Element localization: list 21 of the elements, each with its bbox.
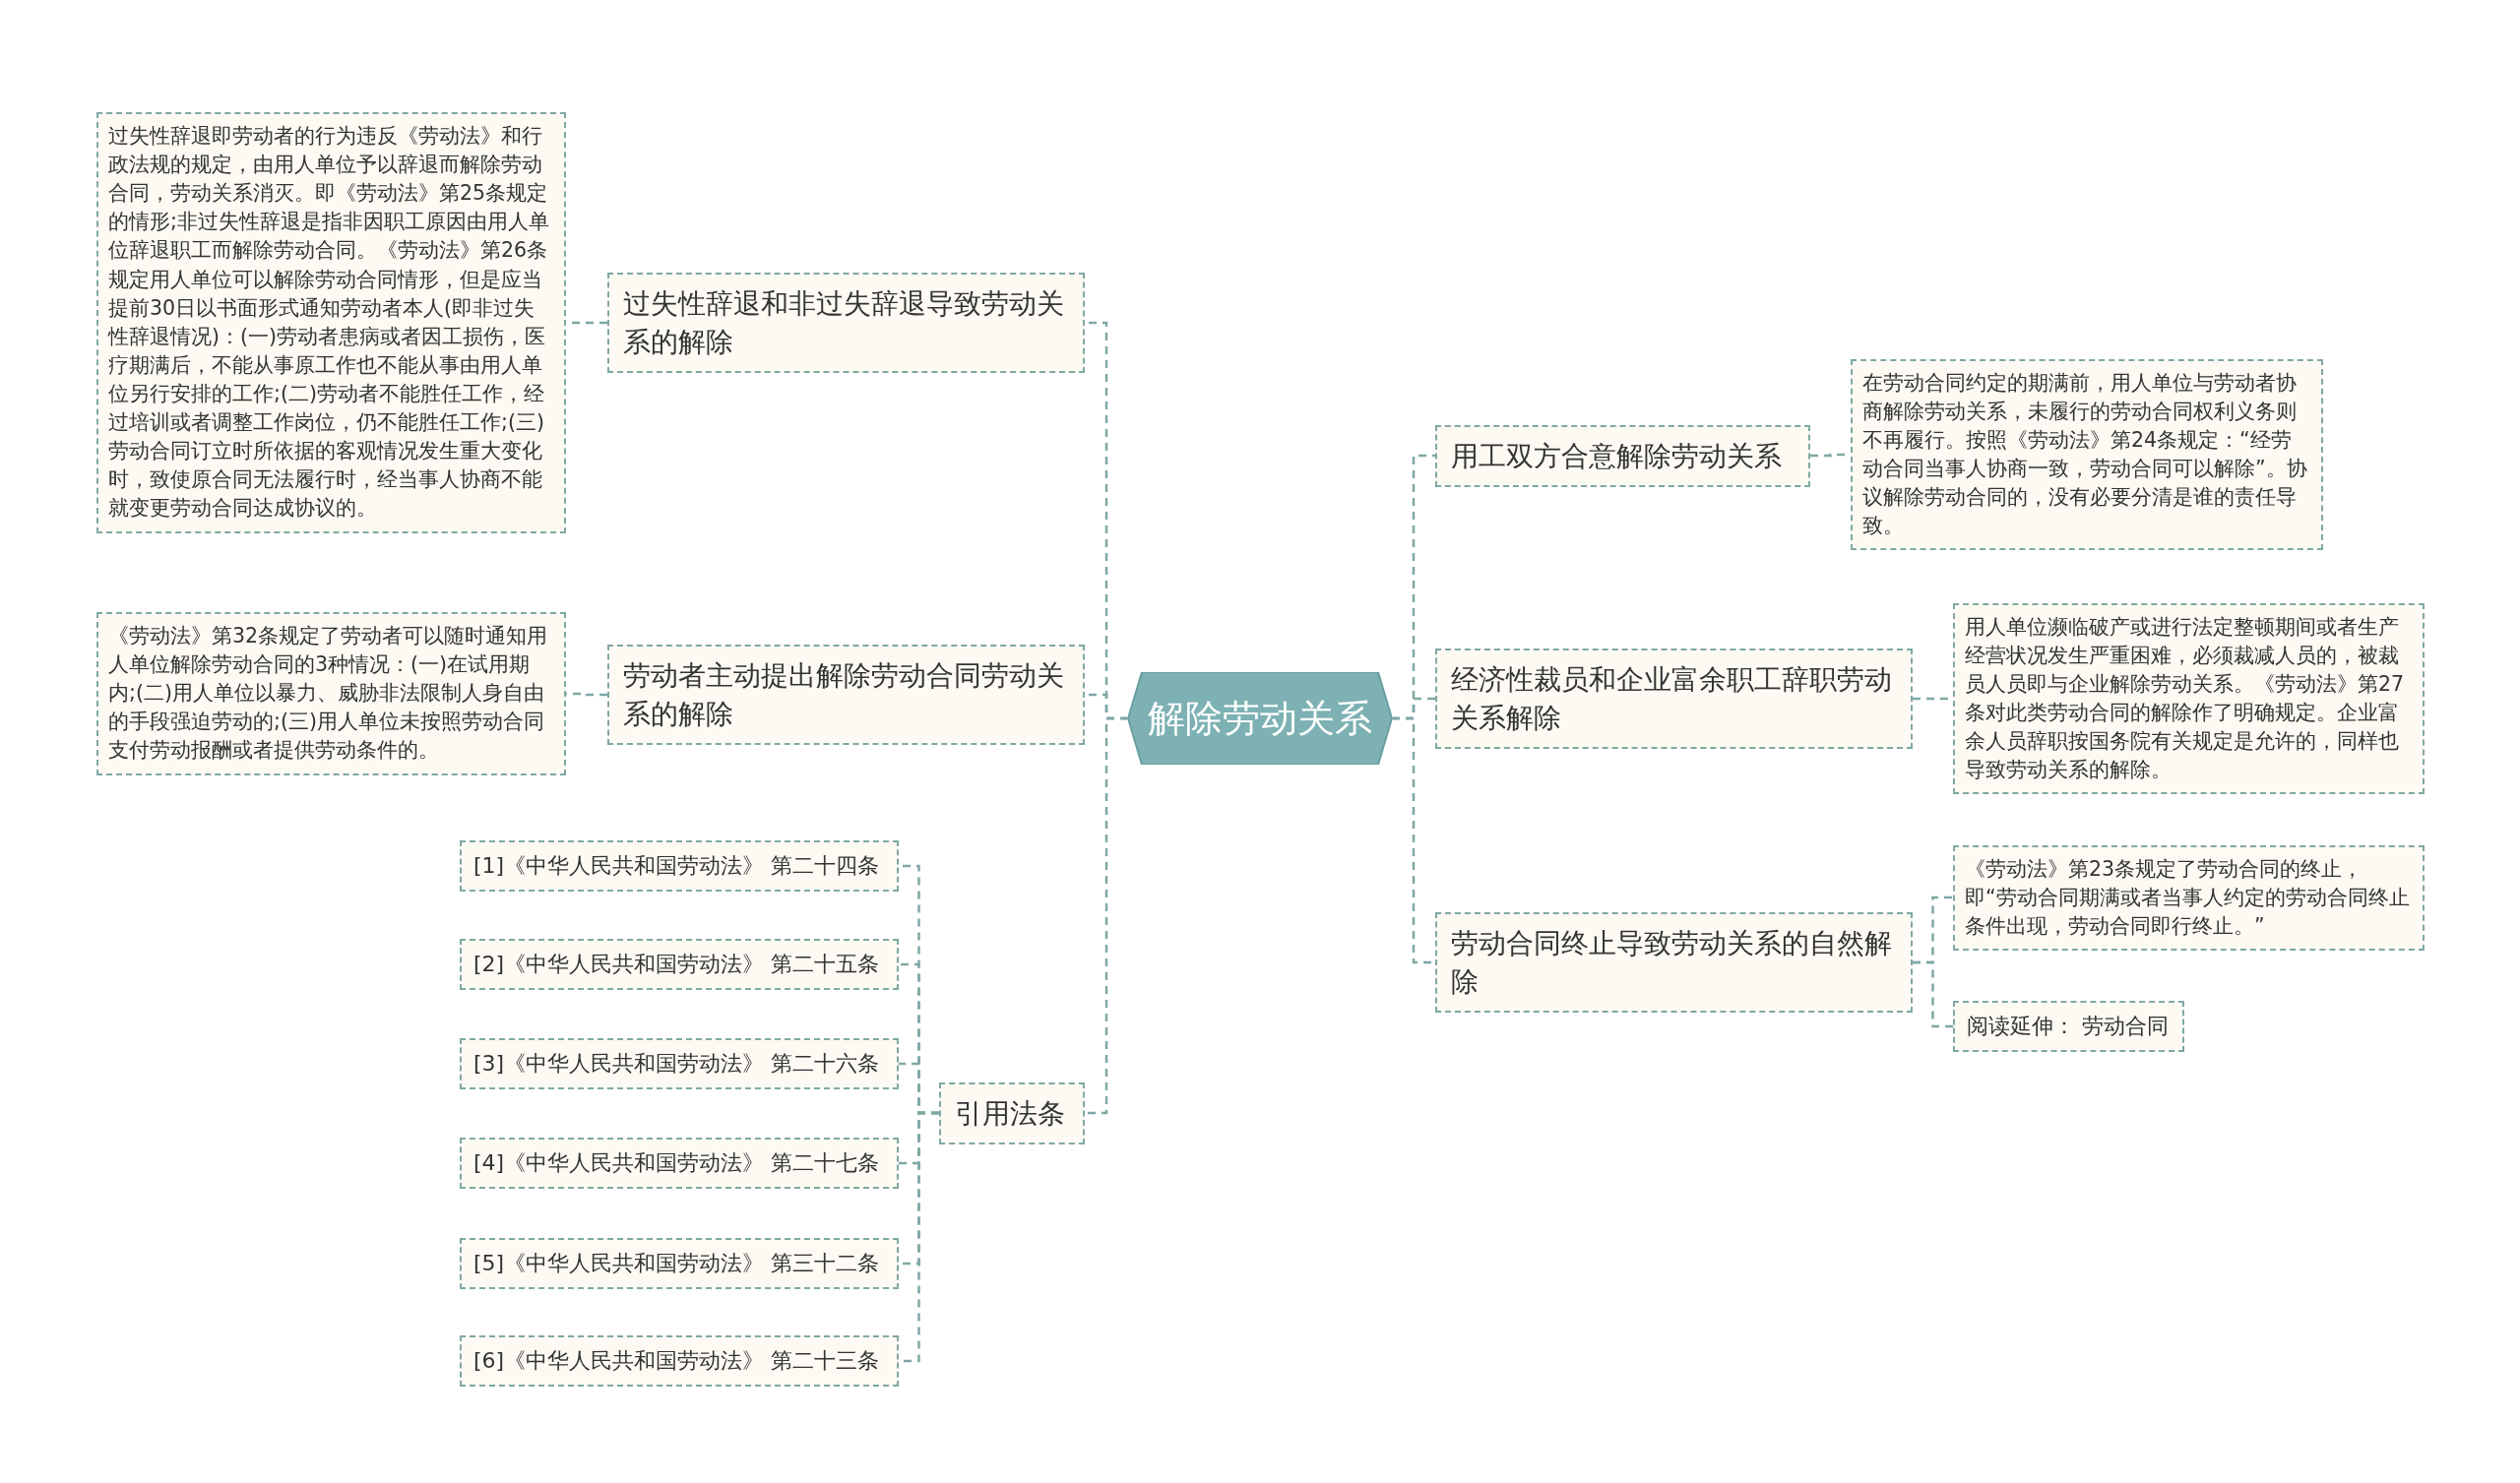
note-box: 在劳动合同约定的期满前，用人单位与劳动者协商解除劳动关系，未履行的劳动合同权利义务则不再履行。按照《劳动法》第24条规定：“经劳动合同当事人协商一致，劳动合同可以解除”。协议解除劳动合同的，没有必要分清是谁的责任导致。 bbox=[1851, 358, 2323, 551]
connector-line bbox=[1913, 960, 1953, 1028]
note-box: 过失性辞退即劳动者的行为违反《劳动法》和行政法规的规定，由用人单位予以辞退而解除劳动合同，劳动关系消灭。即《劳动法》第25条规定的情形;非过失性辞退是指非因职工原因由用人单位辞退职工而解除劳动合同。《劳动法》第26条规定用人单位可以解除劳动合同情形，但是应当提前30日以书面形式通知劳动者本人(即非过失性辞退情况)：(一)劳动者患病或者因工损伤，医疗期满后，不能从事原工作也不能从事由用人单位另行安排的工作;(二)劳动者不能胜任工作，经过培训或者调整工作岗位，仍不能胜任工作;(三)劳动合同订立时所依据的客观情况发生重大变化时，致使原合同无法履行时，经当事人协商不能就变更劳动合同达成协议的。 bbox=[96, 112, 566, 533]
reference-box: [6]《中华人民共和国劳动法》 第二十三条 bbox=[460, 1334, 899, 1388]
note-box: 《劳动法》第32条规定了劳动者可以随时通知用人单位解除劳动合同的3种情况：(一)在试用期内;(二)用人单位以暴力、威胁非法限制人身自由的手段强迫劳动的;(三)用人单位未按照劳动合同支付劳动报酬或者提供劳动条件的。 bbox=[96, 612, 566, 775]
reference-box: [1]《中华人民共和国劳动法》 第二十四条 bbox=[460, 839, 899, 893]
connector-line bbox=[1085, 716, 1128, 1115]
note-box: 《劳动法》第23条规定了劳动合同的终止，即“劳动合同期满或者当事人约定的劳动合同终止条件出现，劳动合同即行终止。” bbox=[1953, 844, 2425, 951]
reference-box: 阅读延伸： 劳动合同 bbox=[1953, 1000, 2184, 1053]
central-topic: 解除劳动关系 bbox=[1128, 672, 1392, 765]
topic-box: 劳动者主动提出解除劳动合同劳动关系的解除 bbox=[607, 645, 1085, 746]
topic-box: 经济性裁员和企业富余职工辞职劳动关系解除 bbox=[1435, 649, 1913, 750]
note-box: 用人单位濒临破产或进行法定整顿期间或者生产经营状况发生严重困难，必须裁减人员的，被裁员人员即与企业解除劳动关系。《劳动法》第27条对此类劳动合同的解除作了明确规定。企业富余人员辞职按国务院有关规定是允许的，同样也导致劳动关系的解除。 bbox=[1953, 602, 2425, 795]
reference-box: [3]《中华人民共和国劳动法》 第二十六条 bbox=[460, 1037, 899, 1090]
topic-box: 过失性辞退和非过失辞退导致劳动关系的解除 bbox=[607, 273, 1085, 374]
reference-box: [4]《中华人民共和国劳动法》 第二十七条 bbox=[460, 1137, 899, 1190]
topic-box: 劳动合同终止导致劳动关系的自然解除 bbox=[1435, 912, 1913, 1014]
topic-box: 用工双方合意解除劳动关系 bbox=[1435, 424, 1810, 487]
topic-box: 引用法条 bbox=[939, 1081, 1085, 1144]
reference-box: [2]《中华人民共和国劳动法》 第二十五条 bbox=[460, 938, 899, 991]
reference-box: [5]《中华人民共和国劳动法》 第三十二条 bbox=[460, 1237, 899, 1290]
